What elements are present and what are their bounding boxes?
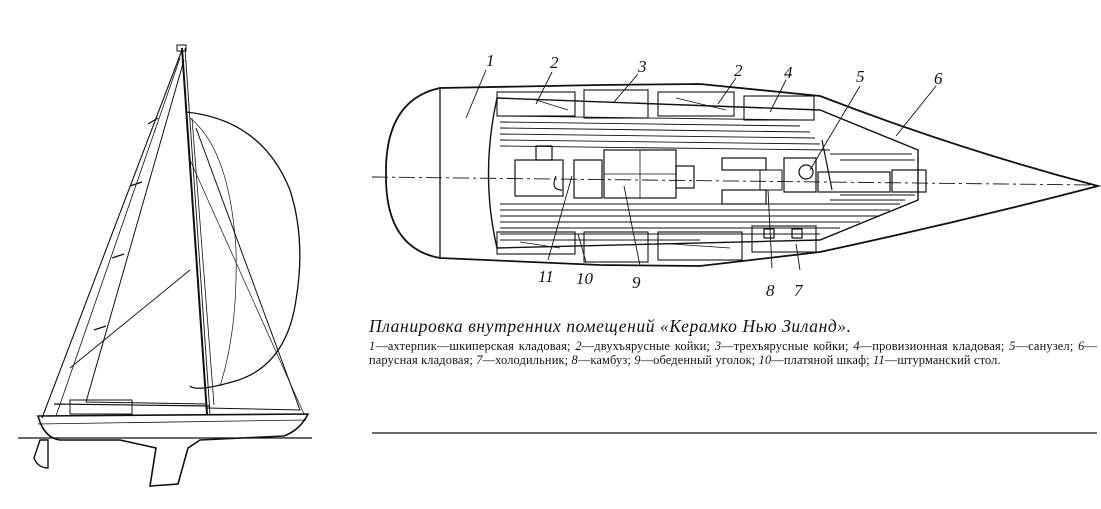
sheer-line [37,419,307,425]
callout-4: 4 [784,63,793,82]
deckhouse [69,399,133,415]
deck-plan: 1 2 3 2 4 5 6 11 10 9 8 7 [371,51,1101,300]
mainsail [85,59,207,405]
jib-leech [191,117,215,406]
legend-text: —обеденный уголок; [640,352,756,367]
spinnaker-pole [69,269,191,369]
callout-10: 10 [576,269,594,288]
legend-number: 2 [575,339,582,353]
callout-5: 5 [856,67,865,86]
leaders [465,69,937,271]
yacht-side-view [18,44,312,487]
callout-2a: 2 [550,53,559,72]
mast-step [821,139,833,191]
legend-text: —двухъярусные койки; [581,339,711,353]
legend-text: —санузел; [1015,339,1074,353]
berths [496,89,817,263]
legend-entry: 6—парусная кладовая; [369,339,1097,367]
legend-text: —парусная кладовая; [369,339,1098,367]
hull-side [36,413,310,487]
callout-8: 8 [766,281,775,300]
legend-number: 9 [634,352,641,367]
legend-number: 7 [476,352,483,367]
rudder [33,439,49,469]
legend-text: —трехъярусные койки; [721,339,849,353]
furniture [514,145,927,239]
legend-number: 4 [853,339,860,353]
battens [93,117,159,331]
legend-entry: 10—платяной шкаф; [759,353,870,367]
forestay [189,159,305,415]
legend-number: 11 [873,352,885,367]
legend-entry: 3—трехъярусные койки; [715,339,849,353]
legend-text: —штурманский стол. [884,352,1001,367]
legend-entry: 1—ахтерпик—шкиперская кладовая; [369,339,571,353]
callout-11: 11 [538,267,554,286]
caption-title: Планировка внутренних помещений «Керамко… [369,316,852,336]
legend-text: —ахтерпик—шкиперская кладовая; [375,339,571,353]
callout-9: 9 [632,273,641,292]
spinnaker [185,111,301,389]
legend-entry: 8—камбуз; [572,353,632,367]
legend-text: —камбуз; [577,352,631,367]
legend-number: 3 [714,339,722,353]
backstay [41,49,183,419]
spinnaker-seam [189,117,237,387]
legend-entry: 5—санузел; [1009,339,1073,353]
mast-inner [184,47,211,415]
hull-outline [385,83,1101,267]
legend-number: 1 [369,339,376,353]
figure-caption: Планировка внутренних помещений «Керамко… [369,316,1097,367]
callout-7: 7 [794,281,804,300]
backstay-2 [55,57,181,417]
callout-6: 6 [934,69,943,88]
legend-entry: 2—двухъярусные койки; [575,339,710,353]
legend-entry: 4—провизионная кладовая; [853,339,1004,353]
centerline [371,176,1095,186]
callout-3: 3 [637,57,647,76]
legend-number: 5 [1009,339,1016,353]
legend-text: —провизионная кладовая; [859,339,1005,353]
legend-text: —холодильник; [482,352,569,367]
legend-entry: 11—штурманский стол. [873,353,1001,367]
callout-2b: 2 [734,61,743,80]
legend-text: —платяной шкаф; [771,352,870,367]
mast [181,47,208,415]
legend-entry: 7—холодильник; [476,353,568,367]
jib [195,127,301,411]
caption-legend: 1—ахтерпик—шкиперская кладовая; 2—двухъя… [369,339,1097,367]
boom [53,403,211,407]
sole-planking [499,115,915,241]
cabin-sole-outline [487,97,919,249]
callouts: 1 2 3 2 4 5 6 11 10 9 8 7 [486,51,943,300]
callout-1: 1 [486,51,495,70]
legend-number: 8 [571,352,578,367]
legend-entry: 9—обеденный уголок; [634,353,755,367]
legend-number: 10 [758,352,772,367]
legend-number: 6 [1078,339,1085,353]
